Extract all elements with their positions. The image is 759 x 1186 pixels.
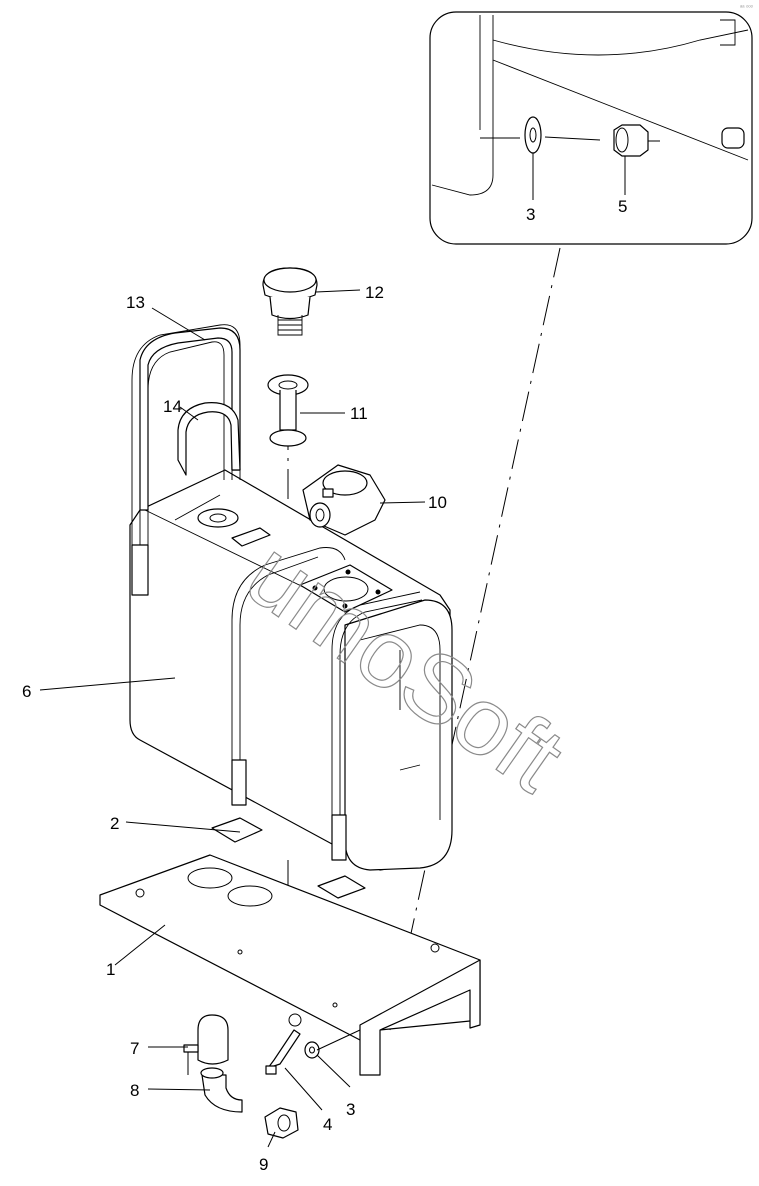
base-plate-part-1 <box>99 854 481 1076</box>
callout-1: 1 <box>106 960 115 979</box>
callout-7: 7 <box>130 1039 139 1058</box>
callout-2: 2 <box>110 814 119 833</box>
inset-stud <box>721 127 745 149</box>
callout-14: 14 <box>163 397 182 416</box>
inset-frame <box>429 11 753 245</box>
tank-straps <box>131 324 423 861</box>
mounting-bracket-part-2 <box>211 817 366 899</box>
adapter-part-9 <box>264 1107 299 1139</box>
callout-11: 11 <box>350 404 368 423</box>
projection-line <box>389 247 561 1031</box>
sensor-plate <box>231 527 271 547</box>
detail-inset: 3 5 <box>429 11 753 245</box>
callout-12: 12 <box>365 283 384 302</box>
plate-hole-1 <box>187 867 233 889</box>
corner-mark: ᵃᵃ ᵒᵒᵒ <box>740 5 754 11</box>
base-plate-top <box>99 854 481 1041</box>
filler-cap-part-12 <box>262 267 318 336</box>
bolt-part-4 <box>265 1029 301 1075</box>
callout-10: 10 <box>428 493 447 512</box>
inset-tank-wall <box>431 15 494 196</box>
callout-8: 8 <box>130 1081 139 1100</box>
callout-13: 13 <box>126 293 145 312</box>
washer-part-3 <box>304 1041 320 1059</box>
elbow-part-8 <box>200 1067 243 1113</box>
callout-6: 6 <box>22 682 31 701</box>
inset-callout-3: 3 <box>526 205 535 224</box>
tank-front-face <box>344 599 453 871</box>
inset-callout-5: 5 <box>618 197 627 216</box>
callout-9: 9 <box>259 1155 268 1174</box>
callout-4: 4 <box>323 1115 332 1134</box>
valve-assembly-part-10 <box>302 464 386 536</box>
plate-hole-2 <box>227 885 273 907</box>
valve-part-7 <box>183 1014 229 1075</box>
tank-part-6 <box>129 469 453 871</box>
callout-3: 3 <box>346 1100 355 1119</box>
base-plate-side <box>359 959 481 1076</box>
filter-tube-part-11 <box>267 374 309 447</box>
handle-part-13 <box>139 327 241 511</box>
handle-part-14 <box>177 402 241 476</box>
